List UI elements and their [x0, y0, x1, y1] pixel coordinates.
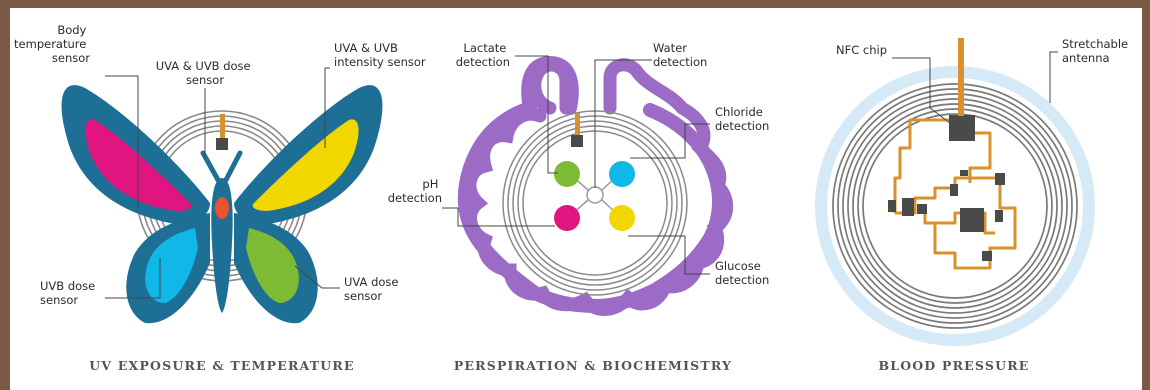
- butterfly-chip: [216, 138, 228, 150]
- ph-dot: [554, 205, 580, 231]
- label-water: Water detection: [653, 41, 707, 69]
- label-chloride: Chloride detection: [715, 105, 769, 133]
- blood-pressure-panel: NFC chip Stretchable antenna BLOOD PRESS…: [815, 37, 1132, 373]
- sweat-connector: [575, 113, 580, 135]
- label-uvb-dose: UVB dose sensor: [40, 279, 99, 307]
- lactate-dot: [554, 161, 580, 187]
- label-uva-uvb-intensity: UVA & UVB intensity sensor: [334, 41, 426, 69]
- perspiration-panel: Lactate detection Water detection Chlori…: [388, 41, 770, 373]
- butterfly-panel: Body temperature sensor UVA & UVB dose s…: [14, 23, 426, 373]
- label-body-temp: Body temperature sensor: [14, 23, 90, 65]
- label-stretchable-antenna: Stretchable antenna: [1062, 37, 1132, 65]
- chloride-dot: [609, 161, 635, 187]
- label-lactate: Lactate detection: [456, 41, 510, 69]
- figure-svg: Body temperature sensor UVA & UVB dose s…: [10, 8, 1142, 390]
- label-uva-uvb-dose: UVA & UVB dose sensor: [156, 59, 255, 87]
- sweat-chip: [571, 135, 583, 147]
- title-blood-pressure: BLOOD PRESSURE: [878, 358, 1029, 373]
- title-uv-exposure: UV EXPOSURE & TEMPERATURE: [89, 358, 354, 373]
- butterfly-connector: [220, 114, 225, 138]
- nfc-connector: [958, 38, 964, 116]
- label-glucose: Glucose detection: [715, 259, 769, 287]
- glucose-dot: [609, 205, 635, 231]
- body-temperature-dot: [215, 197, 229, 219]
- label-uva-dose: UVA dose sensor: [344, 275, 402, 303]
- figure-canvas: Body temperature sensor UVA & UVB dose s…: [10, 8, 1142, 390]
- label-nfc-chip: NFC chip: [836, 43, 887, 57]
- label-ph: pH detection: [388, 177, 442, 205]
- title-perspiration: PERSPIRATION & BIOCHEMISTRY: [454, 358, 732, 373]
- antenna-right: [226, 153, 240, 180]
